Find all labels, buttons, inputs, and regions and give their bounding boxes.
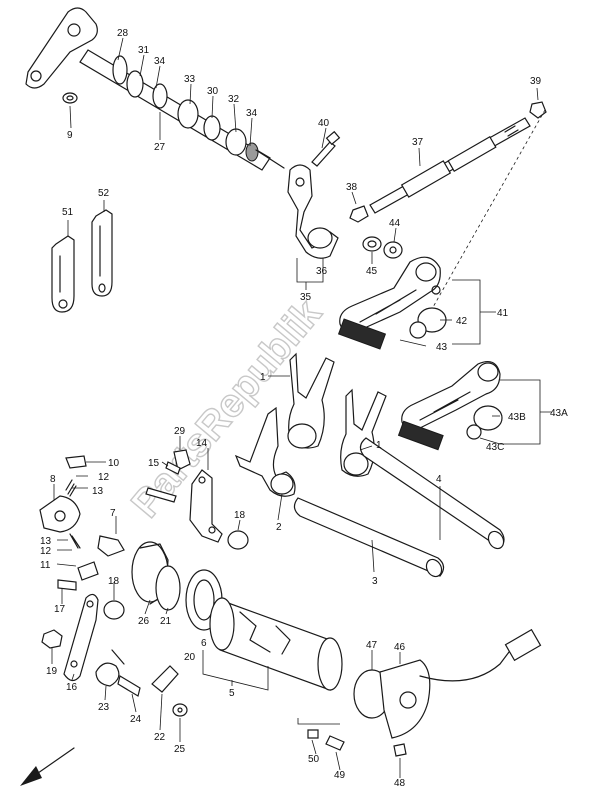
callout-labels: 28 31 34 33 30 32 34 27 9 40 37 39 38 36… [40, 28, 568, 789]
callout-10: 10 [108, 458, 120, 469]
bolt-40 [311, 130, 341, 167]
callout-18: 18 [108, 576, 120, 587]
callout-5: 5 [229, 688, 235, 699]
shift-shaft-assembly [25, 7, 339, 259]
callout-23: 23 [98, 702, 110, 713]
callout-1: 1 [260, 372, 266, 383]
callout-2: 2 [276, 522, 282, 533]
callout-25: 25 [174, 744, 186, 755]
callout-29: 29 [174, 426, 186, 437]
callout-33: 33 [184, 74, 196, 85]
callout-41: 41 [497, 308, 509, 319]
shift-forks-1 [234, 352, 387, 497]
callout-9: 9 [67, 130, 73, 141]
callout-6: 6 [201, 638, 207, 649]
callout-47: 47 [366, 640, 378, 651]
callout-50: 50 [308, 754, 320, 765]
callout-16: 16 [66, 682, 78, 693]
callout-49: 49 [334, 770, 346, 781]
callout-39: 39 [530, 76, 542, 87]
callout-11: 11 [40, 560, 51, 571]
callout-34b: 34 [246, 108, 258, 119]
callout-19: 19 [46, 666, 58, 677]
callout-37: 37 [412, 137, 424, 148]
callout-43: 43 [436, 342, 448, 353]
callout-52: 52 [98, 188, 110, 199]
callout-12b: 12 [40, 546, 52, 557]
callout-30: 30 [207, 86, 219, 97]
callout-36: 36 [316, 266, 328, 277]
callout-38: 38 [346, 182, 358, 193]
callout-26: 26 [138, 616, 150, 627]
callout-13b: 13 [40, 536, 52, 547]
callout-18b: 18 [234, 510, 246, 521]
callout-4: 4 [436, 474, 442, 485]
callout-15: 15 [148, 458, 160, 469]
leader-lines [51, 37, 552, 778]
shift-pedal-41 [337, 256, 447, 350]
callout-17: 17 [54, 604, 66, 615]
fork-shafts [293, 437, 505, 578]
callout-27: 27 [154, 142, 166, 153]
callout-13: 13 [92, 486, 104, 497]
callout-28: 28 [117, 28, 129, 39]
callout-51: 51 [62, 207, 74, 218]
callout-40: 40 [318, 118, 330, 129]
callout-48: 48 [394, 778, 406, 789]
callout-45: 45 [366, 266, 378, 277]
callout-32: 32 [228, 94, 240, 105]
callout-43b: 43B [508, 412, 526, 423]
callout-42: 42 [456, 316, 468, 327]
callout-35: 35 [300, 292, 312, 303]
callout-20: 20 [184, 652, 196, 663]
arrow-down-left-icon [20, 747, 75, 786]
callout-22: 22 [154, 732, 166, 743]
brackets-51-52 [51, 209, 113, 313]
shift-pedal-43a [397, 361, 503, 451]
shift-drum-assembly [131, 541, 542, 757]
callout-43a: 43A [550, 408, 568, 419]
callout-43c: 43C [486, 442, 504, 453]
stopper-plate-14 [189, 469, 223, 543]
callout-46: 46 [394, 642, 406, 653]
small-parts-left [39, 449, 249, 717]
callout-24: 24 [130, 714, 142, 725]
callout-14: 14 [196, 438, 208, 449]
callout-34: 34 [154, 56, 166, 67]
shift-rod-37 [349, 101, 547, 223]
callout-31: 31 [138, 45, 150, 56]
callout-12: 12 [98, 472, 110, 483]
callout-1b: 1 [376, 440, 382, 451]
callout-7: 7 [110, 508, 116, 519]
callout-21: 21 [160, 616, 172, 627]
callout-3: 3 [372, 576, 378, 587]
callout-8: 8 [50, 474, 56, 485]
callout-44: 44 [389, 218, 401, 229]
washers-44-45 [362, 236, 403, 259]
